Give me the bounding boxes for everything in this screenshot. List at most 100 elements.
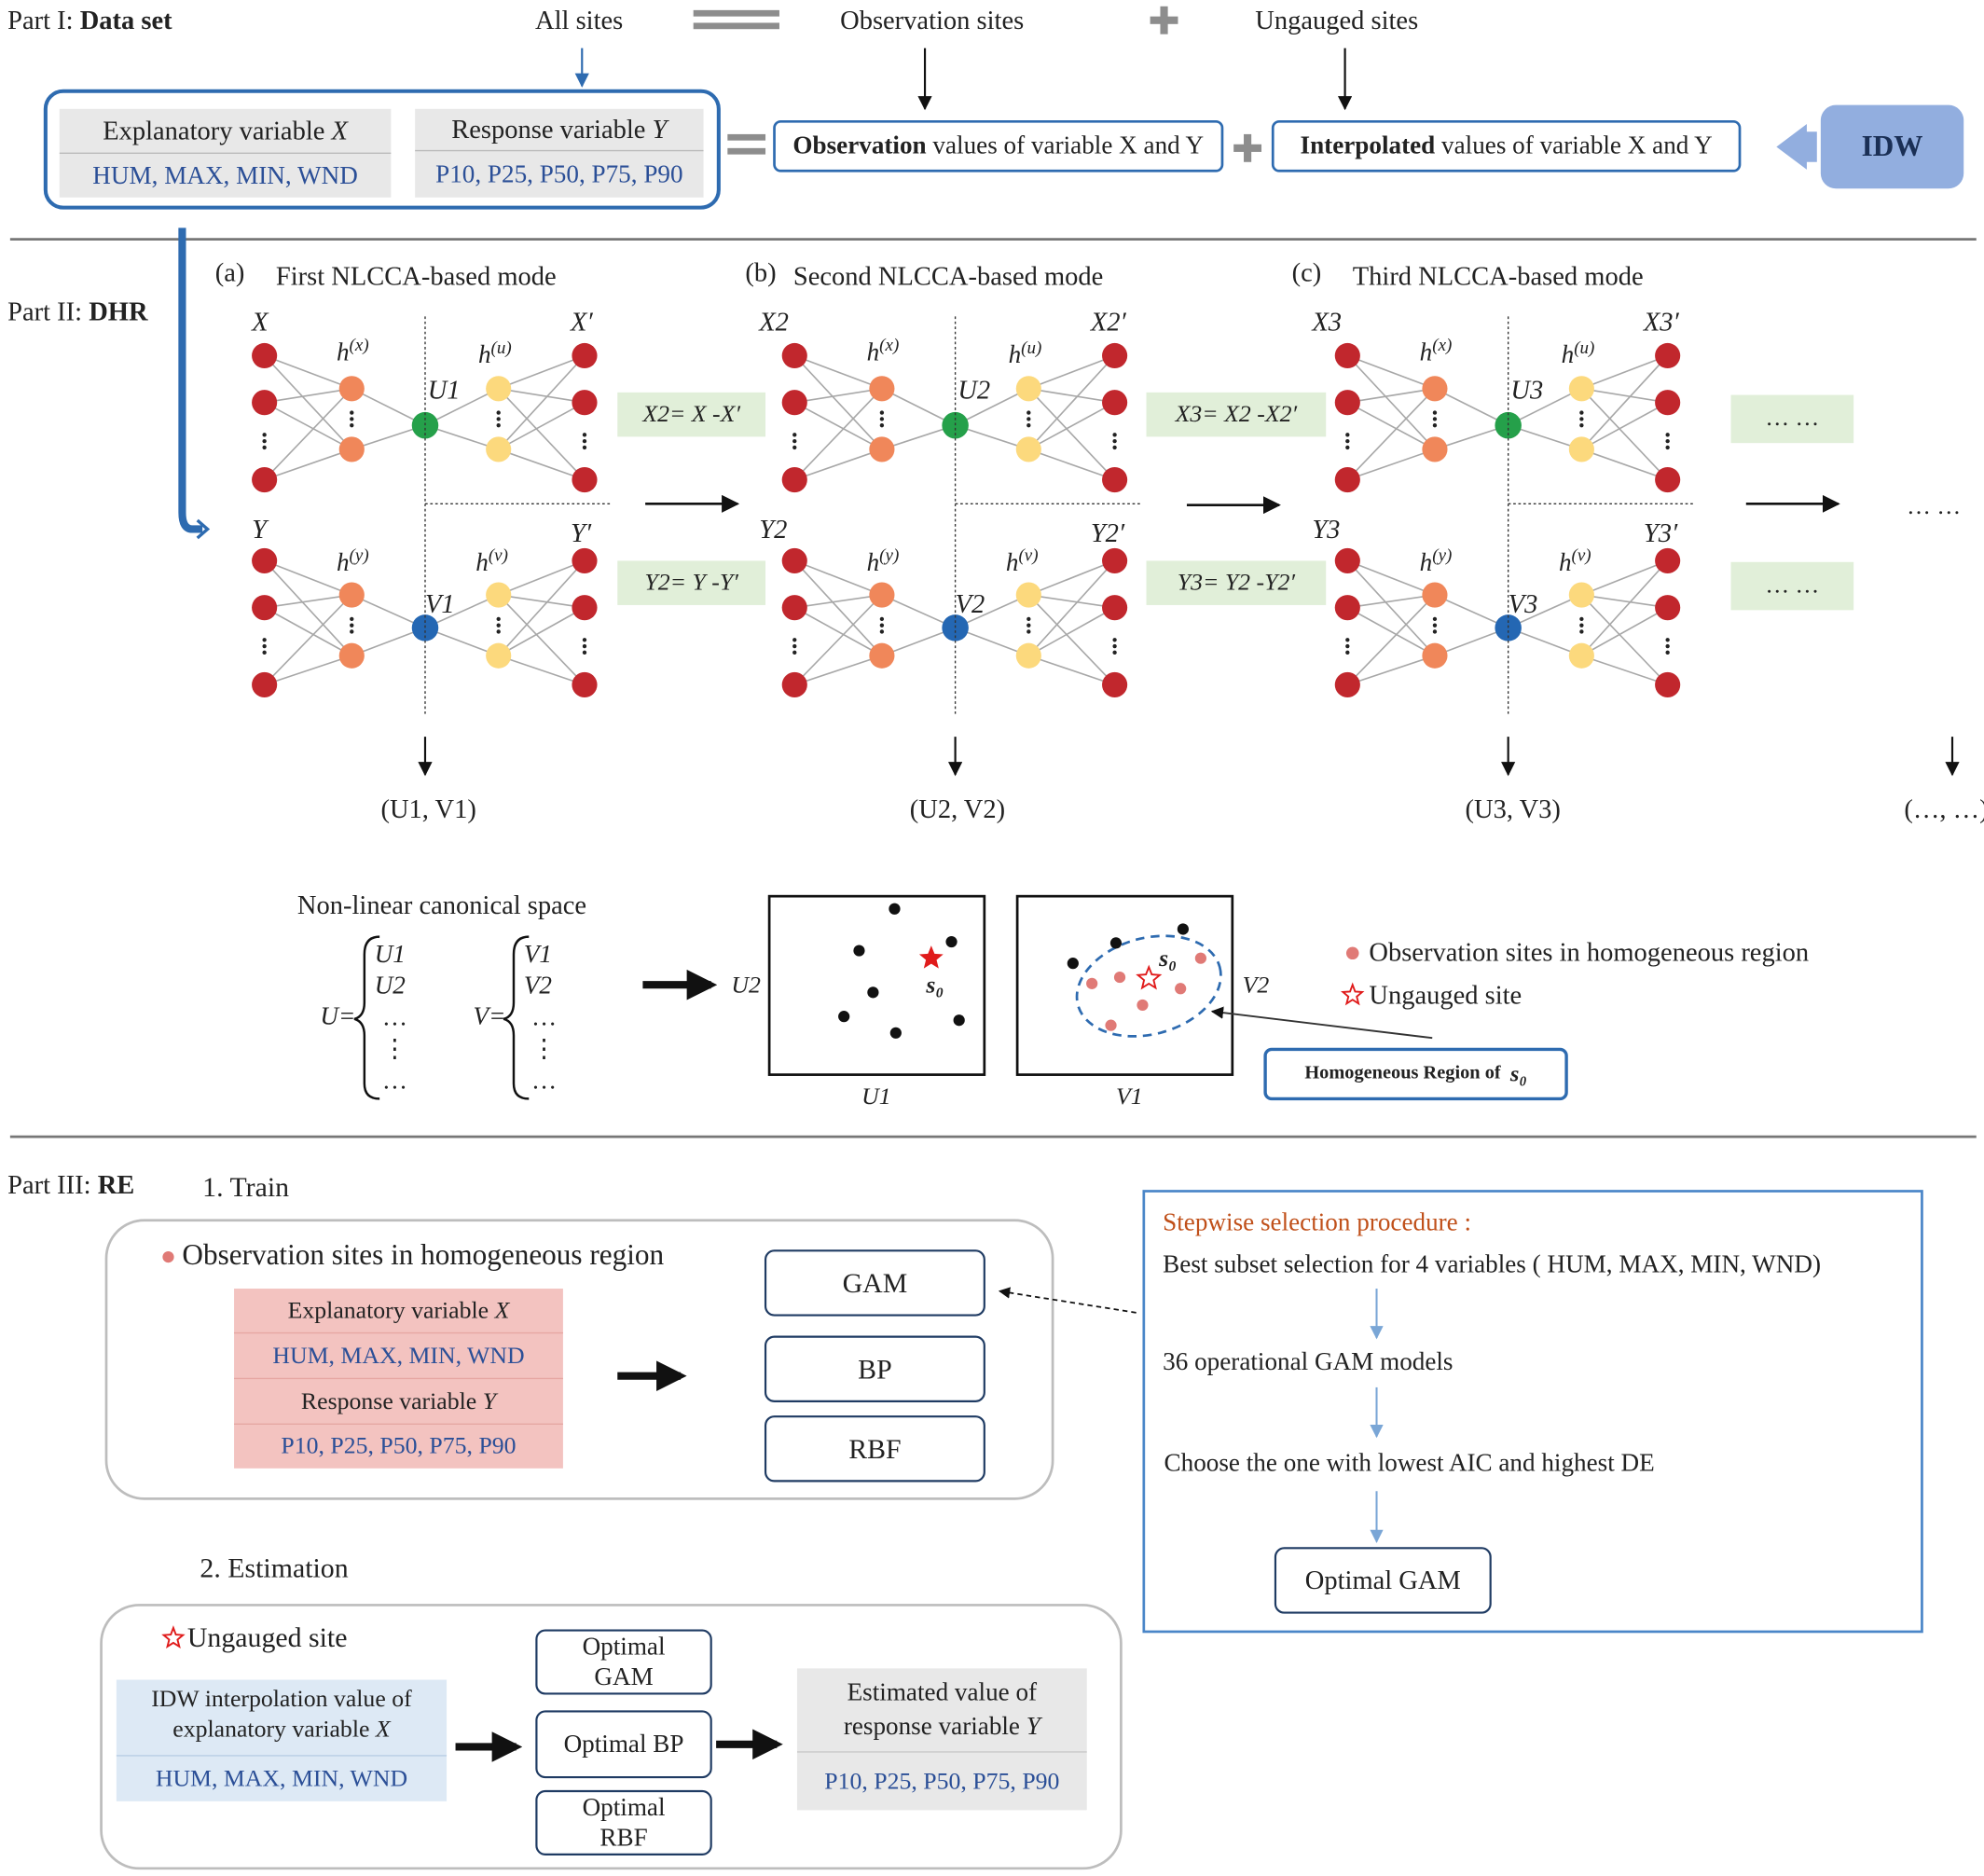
mode2-u-output-node <box>1102 466 1128 493</box>
mode3-v-label: V3 <box>1508 588 1538 619</box>
residual-x-box-2 <box>1146 392 1327 437</box>
mode3-u-label: U3 <box>1510 374 1544 406</box>
v-list-item: V2 <box>523 972 552 1000</box>
legend-observation: Observation sites in homogeneous region <box>1369 936 1810 968</box>
mode1-u-hidden2-node <box>486 376 512 402</box>
mode2-v-output-node <box>1102 671 1128 698</box>
mode1-hy-hidden-label: h(y) <box>336 546 369 577</box>
idw-box <box>1820 104 1964 189</box>
bp-box <box>764 1335 985 1402</box>
residual-x-box-3 <box>1730 394 1854 444</box>
train-explanatory-vars: HUM, MAX, MIN, WND <box>272 1342 525 1370</box>
mode3-u-input-node <box>1334 466 1360 493</box>
estimation-title: 2. Estimation <box>200 1552 349 1584</box>
mode2-u-hidden1-node <box>869 376 895 402</box>
mode3-title-label: Third NLCCA-based mode <box>1352 260 1644 292</box>
train-bullet: Observation sites in homogeneous region <box>182 1239 665 1272</box>
mode3-v-hidden2-node <box>1568 582 1594 608</box>
mode2-tag-label: (b) <box>745 256 777 288</box>
all-sites-label: All sites <box>535 5 624 36</box>
part3-label: Part III: RE <box>7 1169 135 1201</box>
part2-label: Part II: DHR <box>7 296 148 327</box>
mode2-y-label: Y2 <box>759 514 788 545</box>
u-list-item: U1 <box>374 940 406 969</box>
stepwise-panel <box>1142 1190 1923 1634</box>
mode2-u-input-node <box>781 342 807 369</box>
pair-3: (U3, V3) <box>1465 793 1561 824</box>
mode1-u-label: U1 <box>427 374 461 406</box>
mode2-v-input-node <box>781 595 807 621</box>
mode2-v-input-node <box>781 547 807 573</box>
mode3-v-output-node <box>1655 547 1681 573</box>
interpolated-values-text: Interpolated values of variable X and Y <box>1300 131 1713 160</box>
optimal-gam-result-label: Optimal GAM <box>1304 1564 1461 1595</box>
mode1-y-label: Y <box>252 514 267 545</box>
mode1-v-label: V1 <box>424 588 455 619</box>
plot2-points <box>1067 923 1206 1031</box>
mode1-u-hidden2-node <box>486 436 512 462</box>
idw-label: IDW <box>1861 130 1923 162</box>
residual-x-2: X3= X2 -X2′ <box>1175 400 1298 428</box>
mode2-yp-label: Y2′ <box>1090 517 1125 548</box>
mode1-v-hidden1-node <box>338 582 365 608</box>
mode2-u-output-node <box>1102 390 1128 416</box>
mode1-hx-hidden-label: h(x) <box>336 337 369 367</box>
mode2-u-hidden2-node <box>1015 376 1041 402</box>
mode1-v-hidden2-node <box>486 582 512 608</box>
mode1-v-output-node <box>572 595 598 621</box>
train-panel <box>104 1219 1054 1500</box>
explanatory-vars: HUM, MAX, MIN, WND <box>92 161 358 189</box>
mode3-u-output-node <box>1655 466 1681 493</box>
explanatory-label: Explanatory variable X <box>103 115 348 146</box>
v-list-item: … <box>530 1003 558 1032</box>
mode1-u-input-node <box>252 390 278 416</box>
mode1-v-input-node <box>252 547 278 573</box>
mode2-v-hidden1-node <box>869 642 895 669</box>
u-list-item: ⋮ <box>381 1035 407 1064</box>
mode1-hv-hidden-label: h(v) <box>475 546 508 577</box>
mode1-hu-hidden-label: h(u) <box>477 338 512 369</box>
rbf-label: RBF <box>848 1432 902 1465</box>
residual-x-1: X2= X -X′ <box>642 400 740 428</box>
mode2-hu-hidden-label: h(u) <box>1008 338 1042 369</box>
mode3-xp-label: X3′ <box>1643 306 1679 338</box>
mode2-u-output-node <box>1102 342 1128 369</box>
optimal-gam-box <box>535 1629 712 1695</box>
response-box <box>415 108 704 198</box>
mode1-tag-label: (a) <box>214 256 245 288</box>
mode2-xp-label: X2′ <box>1090 306 1126 338</box>
rbf-box <box>764 1415 985 1483</box>
mode3-tag-label: (c) <box>1291 256 1322 288</box>
mode2-u-hidden1-node <box>869 436 895 462</box>
homogeneous-region-text: Homogeneous Region of s₀ <box>1304 1060 1527 1086</box>
mode3-hu-hidden-label: h(u) <box>1561 338 1595 369</box>
estimation-panel <box>100 1604 1123 1870</box>
mode3-hy-hidden-label: h(y) <box>1419 546 1453 577</box>
train-explanatory-label: Explanatory variable X <box>287 1296 510 1324</box>
mode2-v-label: V2 <box>955 588 985 619</box>
estimated-value-vars: P10, P25, P50, P75, P90 <box>824 1768 1060 1796</box>
idw-interpolation-box <box>116 1679 448 1801</box>
mode2-u-label: U2 <box>958 374 991 406</box>
observation-values-text: Observation values of variable X and Y <box>792 131 1205 160</box>
plot2-star <box>1136 964 1163 990</box>
mode3-v-output-node <box>1655 595 1681 621</box>
part1-label: Part I: Data set <box>7 5 172 36</box>
mode3-v-hidden2-node <box>1568 642 1594 669</box>
mode2-v-output-node <box>1102 595 1128 621</box>
mode3-v-hidden1-node <box>1422 582 1448 608</box>
mode3-u-hidden1-node <box>1422 436 1448 462</box>
response-label: Response variable Y <box>451 114 668 145</box>
estimated-value-text: Estimated value of response variable Y <box>843 1678 1040 1741</box>
mode3-hv-hidden-label: h(v) <box>1558 546 1591 577</box>
u-list-item: … <box>381 1067 407 1096</box>
mode3-u-input-node <box>1334 390 1360 416</box>
pair-1: (U1, V1) <box>380 793 476 824</box>
mode3-v-hidden1-node <box>1422 642 1448 669</box>
mode3-u-hidden1-node <box>1422 376 1448 402</box>
mode1-v-hidden1-node <box>338 642 365 669</box>
mode3-v-output-node <box>1655 671 1681 698</box>
